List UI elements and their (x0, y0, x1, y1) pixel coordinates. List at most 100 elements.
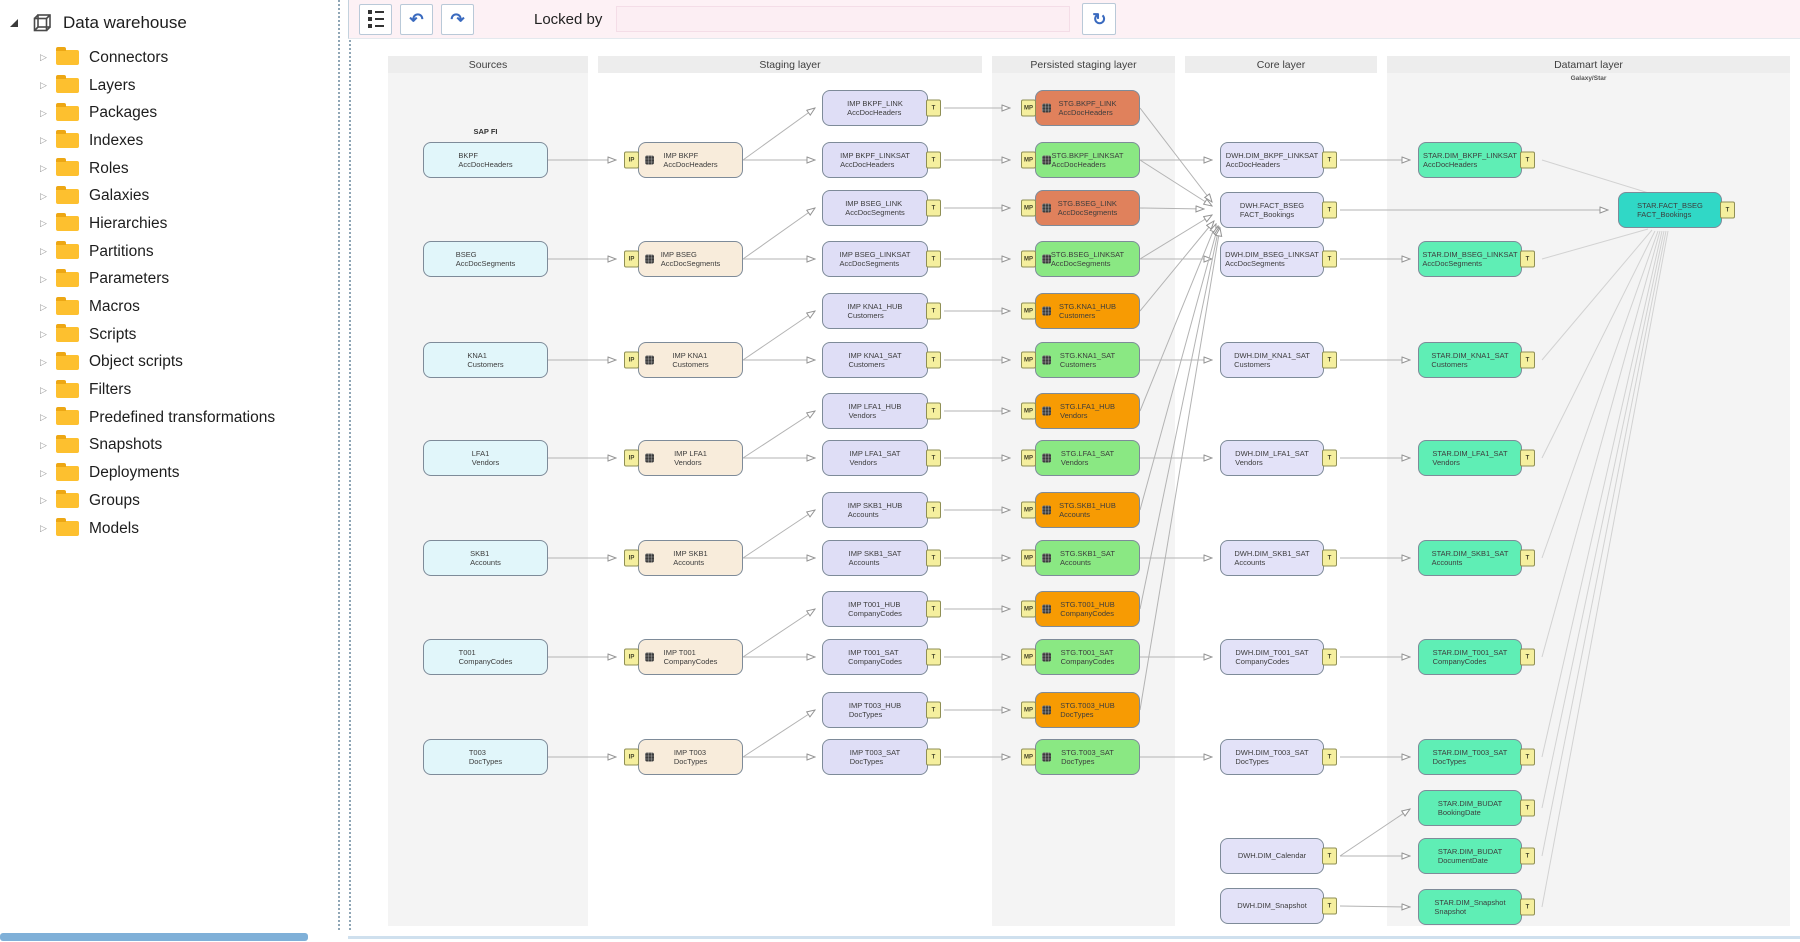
collapse-caret-icon[interactable]: ▷ (40, 218, 47, 229)
tree-item-partitions[interactable]: ▷Partitions (0, 238, 275, 266)
collapse-caret-icon[interactable]: ▷ (40, 273, 47, 284)
tree-item-predefined-transformations[interactable]: ▷Predefined transformations (0, 404, 275, 432)
collapse-caret-icon[interactable]: ▷ (40, 246, 47, 257)
collapse-caret-icon[interactable]: ▷ (40, 356, 47, 367)
collapse-caret-icon[interactable]: ▷ (40, 384, 47, 395)
collapse-caret-icon[interactable]: ▷ (40, 439, 47, 450)
tree-item-models[interactable]: ▷Models (0, 515, 275, 543)
tree-root-data-warehouse[interactable]: Data warehouse (0, 8, 187, 38)
collapse-caret-icon[interactable]: ▷ (40, 412, 47, 423)
horizontal-scrollbar-track[interactable] (348, 936, 1800, 939)
tree-item-filters[interactable]: ▷Filters (0, 376, 275, 404)
undo-button[interactable]: ↶ (400, 3, 433, 35)
tree-item-macros[interactable]: ▷Macros (0, 293, 275, 321)
collapse-caret-icon[interactable]: ▷ (40, 80, 47, 91)
tree-item-groups[interactable]: ▷Groups (0, 487, 275, 515)
collapse-caret-icon[interactable]: ▷ (40, 301, 47, 312)
refresh-button[interactable]: ↻ (1082, 3, 1117, 35)
tree-item-packages[interactable]: ▷Packages (0, 99, 275, 127)
expand-caret-icon[interactable] (10, 19, 18, 27)
tree-item-object-scripts[interactable]: ▷Object scripts (0, 349, 275, 377)
collapse-caret-icon[interactable]: ▷ (40, 163, 47, 174)
tree-item-roles[interactable]: ▷Roles (0, 155, 275, 183)
tree-item-scripts[interactable]: ▷Scripts (0, 321, 275, 349)
tree-item-connectors[interactable]: ▷Connectors (0, 44, 275, 72)
tree-item-deployments[interactable]: ▷Deployments (0, 459, 275, 487)
collapse-caret-icon[interactable]: ▷ (40, 190, 47, 201)
collapse-caret-icon[interactable]: ▷ (40, 135, 47, 146)
panel-splitter[interactable] (338, 0, 351, 930)
redo-button[interactable]: ↷ (441, 3, 474, 35)
tree-item-galaxies[interactable]: ▷Galaxies (0, 182, 275, 210)
tree-item-hierarchies[interactable]: ▷Hierarchies (0, 210, 275, 238)
horizontal-scrollbar-thumb[interactable] (0, 933, 308, 941)
locked-by-field[interactable] (616, 6, 1071, 32)
tree-item-indexes[interactable]: ▷Indexes (0, 127, 275, 155)
collapse-caret-icon[interactable]: ▷ (40, 523, 47, 534)
collapse-caret-icon[interactable]: ▷ (40, 467, 47, 478)
collapse-caret-icon[interactable]: ▷ (40, 329, 47, 340)
collapse-caret-icon[interactable]: ▷ (40, 107, 47, 118)
